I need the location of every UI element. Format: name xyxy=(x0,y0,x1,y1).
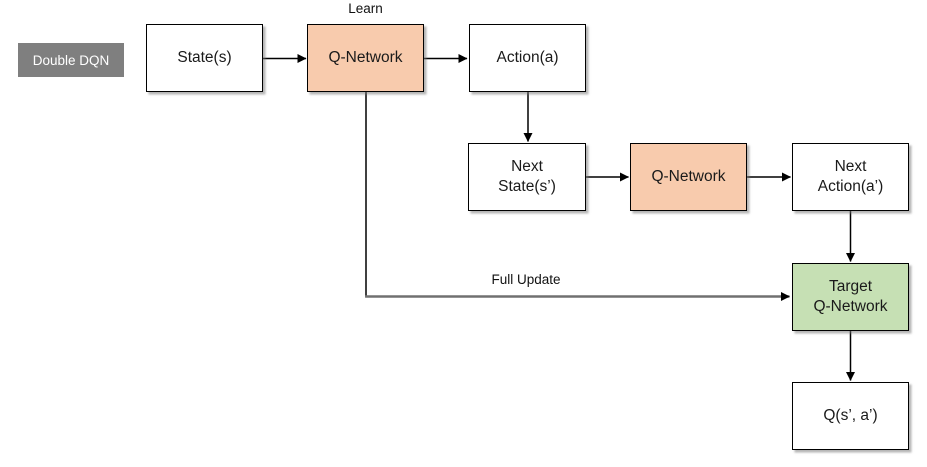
node-q-value-label: Q(s’, a’) xyxy=(823,406,878,424)
node-next-action: Next Action(a’) xyxy=(792,143,909,211)
node-next-action-line2: Action(a’) xyxy=(817,178,884,195)
node-next-state-line1: Next xyxy=(511,157,543,175)
node-q-network-1-label: Q-Network xyxy=(328,48,403,66)
node-q-network-2: Q-Network xyxy=(630,143,747,211)
node-target-q-network: Target Q-Network xyxy=(792,263,909,331)
node-q-network-2-label: Q-Network xyxy=(651,167,726,185)
node-state: State(s) xyxy=(146,24,263,92)
node-next-state: Next State(s’) xyxy=(468,143,586,211)
learn-label: Learn xyxy=(348,1,383,16)
node-target-q-network-line1: Target xyxy=(828,277,873,295)
node-q-value: Q(s’, a’) xyxy=(792,382,909,450)
full-update-label: Full Update xyxy=(491,272,561,287)
node-target-q-network-line2: Q-Network xyxy=(813,298,888,315)
diagram-title-label: Double DQN xyxy=(32,52,110,68)
diagram-title-badge: Double DQN xyxy=(18,43,124,77)
node-action-label: Action(a) xyxy=(496,48,559,66)
node-next-state-line2: State(s’) xyxy=(498,178,556,195)
node-action: Action(a) xyxy=(469,24,586,92)
node-q-network-1: Q-Network xyxy=(307,24,424,92)
node-state-label: State(s) xyxy=(177,48,232,66)
node-next-action-line1: Next xyxy=(834,157,867,175)
